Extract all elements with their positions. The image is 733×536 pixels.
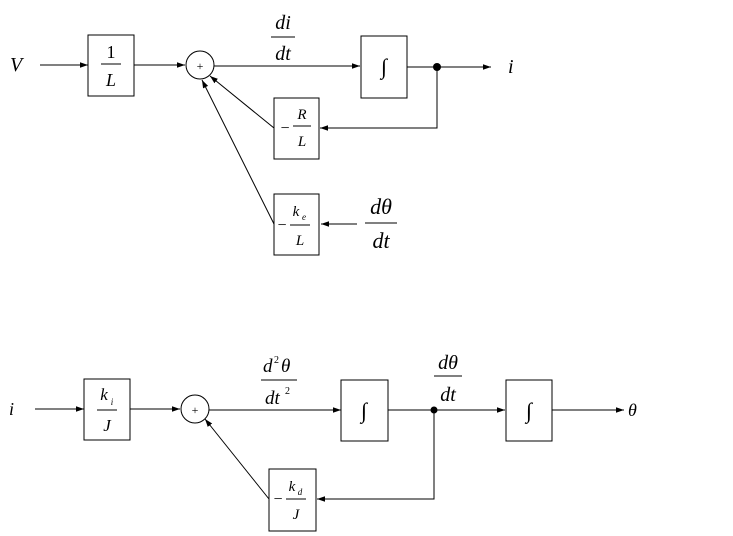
gain-block-ki-over-j: k i J (83, 378, 131, 441)
integrator-block-1: ∫ (360, 35, 408, 99)
accel-dt: dt (265, 388, 281, 409)
feedback-line-r-over-l (320, 67, 438, 131)
gain-denominator: L (105, 70, 116, 90)
vel-den: dt (440, 384, 456, 406)
fb3-numerator-subscript: d (298, 487, 303, 497)
gain-numerator: 1 (107, 42, 116, 62)
vel-num: dθ (438, 352, 458, 374)
integrator-block-2: ∫ (340, 379, 389, 442)
sum2-symbol: + (192, 403, 199, 417)
summing-junction-1: + (185, 50, 215, 80)
input-label-i: i (9, 399, 14, 419)
gain2-numerator: k (100, 385, 108, 404)
integral-icon: ∫ (379, 54, 389, 80)
arrow-fb3-to-sum2 (204, 418, 270, 500)
fb1-numerator: R (296, 107, 306, 123)
output-label-theta: θ (628, 400, 637, 420)
fb2-numerator: k (293, 204, 300, 220)
integral-icon-3: ∫ (524, 398, 534, 424)
accel-theta: θ (281, 356, 290, 377)
summing-junction-2: + (180, 394, 210, 424)
arrow-fb2-to-sum (201, 79, 275, 225)
dtheta-label: dθ (370, 194, 392, 219)
integral-icon-2: ∫ (359, 398, 369, 424)
feedback-line-kd-over-j (317, 410, 435, 502)
derivative-label-di-dt: di dt (271, 12, 295, 65)
gain2-numerator-subscript: i (111, 397, 114, 407)
accel-d: d (263, 356, 273, 377)
dt-label-2: dt (372, 228, 390, 253)
fb2-sign: − (277, 217, 286, 234)
input-label-v: V (10, 54, 25, 76)
fb1-sign: − (280, 120, 289, 137)
fb2-denominator: L (295, 233, 304, 249)
velocity-label-dtheta-dt: dθ dt (434, 352, 462, 406)
integrator-block-3: ∫ (505, 379, 553, 442)
dt-label: dt (275, 43, 291, 65)
fb3-numerator: k (289, 479, 296, 495)
feedback-block-minus-r-over-l: − R L (273, 97, 320, 160)
fb2-numerator-subscript: e (302, 212, 306, 222)
external-input-dtheta-dt: dθ dt (365, 194, 397, 253)
accel-den-superscript: 2 (285, 386, 290, 397)
di-label: di (275, 12, 291, 34)
arrow-fb1-to-sum (209, 75, 275, 129)
gain-block-1-over-l: 1 L (87, 34, 135, 97)
feedback-block-minus-kd-over-j: − k d J (268, 468, 317, 532)
accel-num-superscript: 2 (274, 355, 279, 366)
acceleration-label: d 2 θ dt 2 (261, 355, 297, 409)
electrical-diagram: V 1 L + di dt ∫ i (10, 12, 514, 256)
feedback-block-minus-ke-over-l: − k e L (273, 193, 320, 256)
sum-symbol: + (197, 59, 204, 73)
gain2-denominator: J (103, 416, 112, 435)
fb1-denominator: L (297, 134, 306, 150)
output-label-i: i (508, 56, 514, 78)
mechanical-diagram: i k i J + d 2 θ dt 2 ∫ (9, 352, 637, 532)
fb3-denominator: J (293, 507, 301, 523)
fb3-sign: − (273, 491, 282, 508)
